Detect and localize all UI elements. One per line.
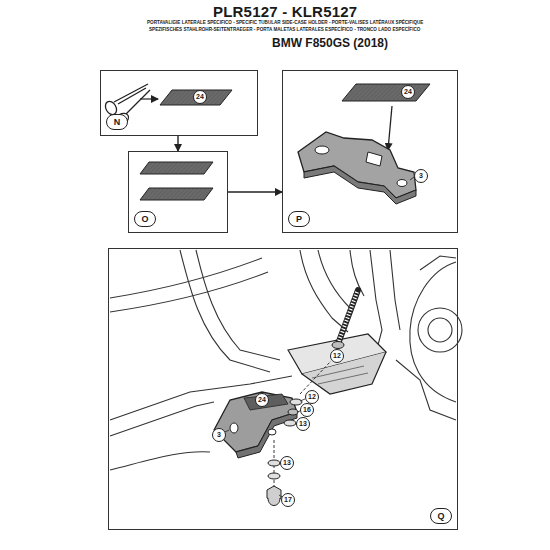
callout-number: 16 [300, 403, 314, 417]
bracket-hole [315, 146, 329, 154]
bolt-head [332, 342, 344, 349]
footpeg-groove [312, 366, 364, 378]
callout-number: 24 [255, 393, 269, 407]
step-arrow [177, 136, 178, 151]
bracket-slot [366, 152, 382, 166]
bracket-edge [304, 166, 416, 204]
bracket [298, 132, 416, 198]
frame-tube [110, 258, 262, 298]
bracket-hole [230, 423, 238, 433]
frame-member [390, 250, 400, 330]
adhesive-strip [160, 90, 232, 105]
engine-detail [420, 256, 456, 270]
frame-tube [196, 250, 280, 360]
washer [290, 399, 302, 405]
apply-arrow [388, 106, 392, 150]
washer [268, 460, 280, 466]
step-panel: N [100, 70, 258, 136]
callout-number: 12 [330, 349, 344, 363]
step-arrow [228, 191, 282, 192]
frame-member [318, 250, 350, 308]
bracket [214, 392, 297, 452]
cut-strip [140, 162, 213, 174]
bolt-thread [339, 292, 357, 341]
step-panel: P [282, 70, 458, 233]
threaded-bolt [338, 290, 358, 344]
step-letter: O [134, 211, 156, 227]
frame-member [300, 250, 348, 332]
callout-number: 17 [281, 493, 295, 507]
adhesive-strip [342, 84, 430, 101]
footpeg [302, 352, 386, 394]
engine-cover [428, 318, 452, 342]
subtitle-line: SPEZIFISCHES STAHLROHR-SEITENTRAEGER - P… [149, 27, 420, 32]
cap-nut-dome [268, 498, 280, 506]
assembly-line [300, 361, 331, 394]
spacer [288, 409, 298, 415]
frame-tube [110, 272, 268, 312]
leader-line [300, 399, 305, 401]
bracket-hole [268, 429, 276, 435]
callout-number: 24 [193, 90, 207, 104]
washer [284, 420, 296, 426]
adhesive-strip [244, 394, 288, 410]
engine-cover [418, 308, 462, 352]
callout-number: 24 [401, 85, 415, 99]
step-letter: P [288, 211, 310, 227]
callout-number: 3 [212, 428, 226, 442]
cut-strip [140, 188, 213, 200]
step-panel: Q [108, 248, 458, 530]
engine-case [410, 262, 456, 402]
strip-texture [140, 188, 213, 200]
footpeg-groove [318, 373, 368, 384]
strip-texture [140, 162, 213, 174]
callout-number: 3 [414, 169, 428, 183]
strip-texture [342, 84, 430, 101]
step-letter: N [106, 114, 128, 130]
swingarm [110, 402, 214, 436]
motorcycle-frame [110, 250, 462, 470]
callout-number: 12 [305, 390, 319, 404]
leader-lines [225, 399, 305, 497]
bracket-edge [236, 412, 297, 458]
engine-detail [396, 360, 456, 420]
subtitle-line: PORTAVALIGIE LATERALE SPECIFICO - SPECIF… [147, 20, 423, 25]
diagram-title: PLR5127 - KLR5127 [213, 3, 357, 20]
callout-number: 13 [296, 417, 310, 431]
bracket-hole [397, 180, 407, 187]
washer [268, 473, 280, 479]
frame-detail [110, 452, 210, 470]
cut-arrow [140, 98, 158, 99]
callout-number: 13 [280, 456, 294, 470]
strip-texture [160, 90, 232, 105]
step-letter: Q [430, 508, 452, 524]
model-name: BMW F850GS (2018) [272, 36, 388, 50]
step-panel: O [128, 151, 228, 233]
